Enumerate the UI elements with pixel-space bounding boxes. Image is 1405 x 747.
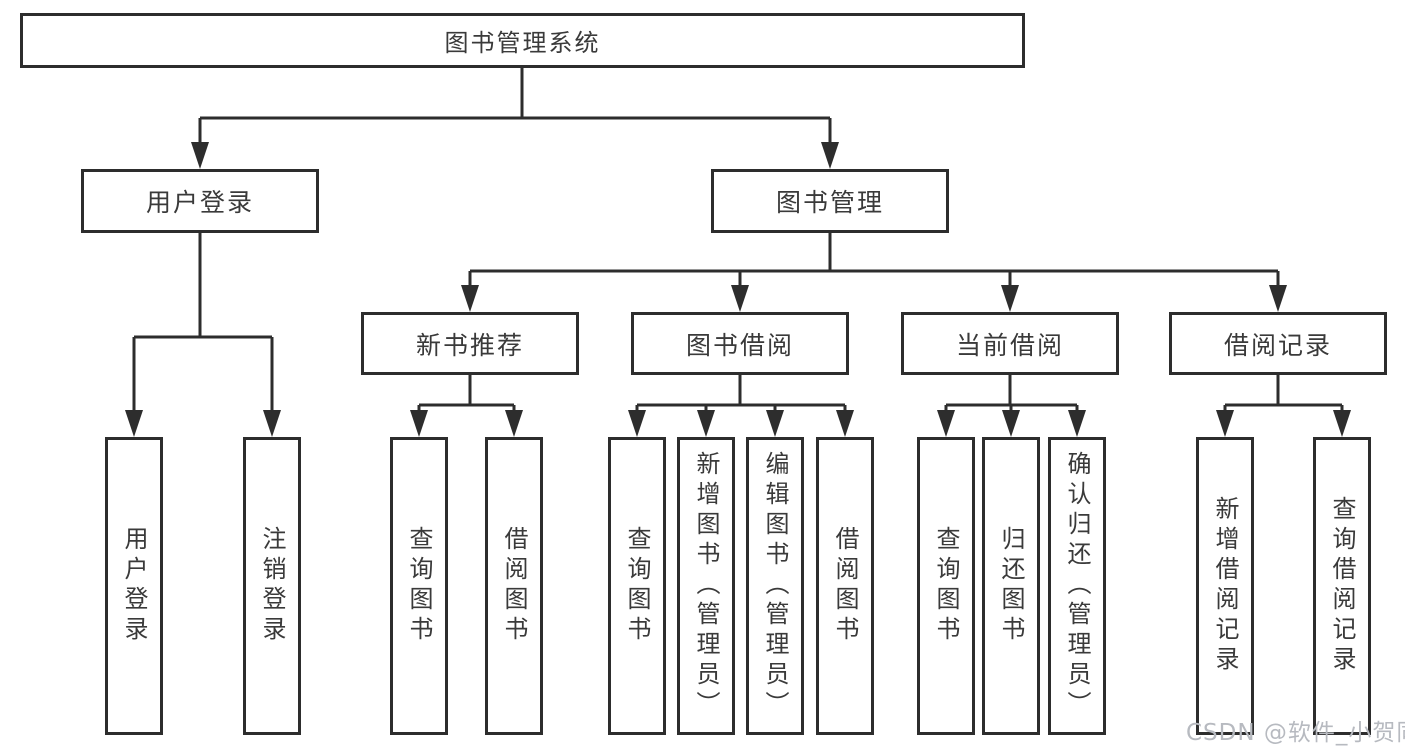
leaf-borrow-books-2-label: 借阅图书 xyxy=(831,526,859,646)
leaf-query-borrow-record-label: 查询借阅记录 xyxy=(1328,496,1356,676)
node-borrowing-records: 借阅记录 xyxy=(1169,312,1387,375)
leaf-confirm-return-admin-label: 确认归还（管理员） xyxy=(1063,451,1091,721)
node-new-book-recommend: 新书推荐 xyxy=(361,312,579,375)
arrowhead-down-icon xyxy=(125,410,143,437)
node-current-borrowing: 当前借阅 xyxy=(901,312,1119,375)
node-book-borrowing-label: 图书借阅 xyxy=(685,330,794,360)
leaf-add-borrow-record: 新增借阅记录 xyxy=(1196,437,1254,735)
arrowhead-down-icon xyxy=(1269,285,1287,312)
leaf-query-books-2-label: 查询图书 xyxy=(623,526,651,646)
leaf-user-login: 用户登录 xyxy=(105,437,163,735)
node-system-root-label: 图书管理系统 xyxy=(444,29,601,57)
leaf-add-borrow-record-label: 新增借阅记录 xyxy=(1211,496,1239,676)
arrowhead-down-icon xyxy=(410,410,428,437)
leaf-borrow-books-2: 借阅图书 xyxy=(816,437,874,735)
leaf-query-books-2: 查询图书 xyxy=(608,437,666,735)
leaf-return-books-label: 归还图书 xyxy=(997,526,1025,646)
arrowhead-down-icon xyxy=(937,410,955,437)
leaf-query-borrow-record: 查询借阅记录 xyxy=(1313,437,1371,735)
connector-current-to-leaves xyxy=(944,375,1079,414)
leaf-query-books-3-label: 查询图书 xyxy=(932,526,960,646)
arrowhead-down-icon xyxy=(1002,410,1020,437)
leaf-logout: 注销登录 xyxy=(243,437,301,735)
arrowhead-down-icon xyxy=(1068,410,1086,437)
arrowhead-down-icon xyxy=(505,410,523,437)
arrowhead-down-icon xyxy=(697,410,715,437)
arrowhead-down-icon xyxy=(821,142,839,169)
connector-borrow-to-leaves xyxy=(635,375,847,414)
arrowhead-down-icon xyxy=(731,285,749,312)
node-system-root: 图书管理系统 xyxy=(20,13,1025,68)
node-book-management-branch-label: 图书管理 xyxy=(775,188,884,217)
connector-userlogin-to-leaves xyxy=(132,233,274,414)
leaf-return-books: 归还图书 xyxy=(982,437,1040,735)
leaf-confirm-return-admin: 确认归还（管理员） xyxy=(1048,437,1106,735)
arrowhead-down-icon xyxy=(461,285,479,312)
leaf-query-books-1: 查询图书 xyxy=(390,437,448,735)
leaf-add-books-admin-label: 新增图书（管理员） xyxy=(692,451,720,721)
node-book-borrowing: 图书借阅 xyxy=(631,312,849,375)
node-new-book-recommend-label: 新书推荐 xyxy=(415,330,524,360)
leaf-borrow-books-1-label: 借阅图书 xyxy=(500,526,528,646)
arrowhead-down-icon xyxy=(1001,285,1019,312)
connector-newbook-to-leaves xyxy=(417,375,516,414)
node-user-login-branch-label: 用户登录 xyxy=(145,188,254,217)
arrowhead-down-icon xyxy=(836,410,854,437)
arrowhead-down-icon xyxy=(191,142,209,169)
leaf-add-books-admin: 新增图书（管理员） xyxy=(677,437,735,735)
node-current-borrowing-label: 当前借阅 xyxy=(955,330,1064,360)
leaf-user-login-label: 用户登录 xyxy=(120,526,148,646)
node-borrowing-records-label: 借阅记录 xyxy=(1223,330,1332,360)
arrowhead-down-icon xyxy=(628,410,646,437)
connector-bookmgmt-to-groups xyxy=(468,233,1280,290)
leaf-edit-books-admin-label: 编辑图书（管理员） xyxy=(761,451,789,721)
leaf-query-books-3: 查询图书 xyxy=(917,437,975,735)
watermark: CSDN @软件_小贺同学 xyxy=(1186,720,1405,746)
node-user-login-branch: 用户登录 xyxy=(81,169,319,233)
connector-records-to-leaves xyxy=(1223,375,1344,414)
leaf-query-books-1-label: 查询图书 xyxy=(405,526,433,646)
arrowhead-down-icon xyxy=(1216,410,1234,437)
connector-root-to-branches xyxy=(198,68,832,146)
node-book-management-branch: 图书管理 xyxy=(711,169,949,233)
arrowhead-down-icon xyxy=(263,410,281,437)
arrowhead-down-icon xyxy=(766,410,784,437)
leaf-edit-books-admin: 编辑图书（管理员） xyxy=(746,437,804,735)
leaf-logout-label: 注销登录 xyxy=(258,526,286,646)
leaf-borrow-books-1: 借阅图书 xyxy=(485,437,543,735)
arrowhead-down-icon xyxy=(1333,410,1351,437)
